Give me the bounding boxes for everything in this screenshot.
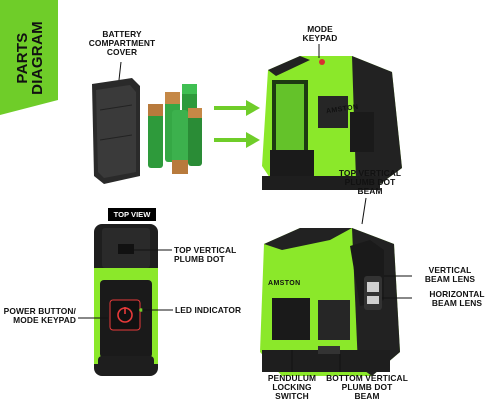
- battery-icon: [148, 84, 202, 174]
- top-view-device: [94, 224, 158, 376]
- label-mode-keypad: MODE KEYPAD: [302, 24, 338, 44]
- leader-battery-cover: [118, 61, 122, 81]
- top-view-tag: TOP VIEW: [108, 208, 156, 221]
- label-top-vertical-beam: TOP VERTICAL PLUMB DOT BEAM: [338, 168, 402, 197]
- label-bottom-vertical-beam: BOTTOM VERTICAL PLUMB DOT BEAM: [326, 373, 408, 402]
- front-device: [260, 228, 400, 376]
- label-top-vertical-plumb-dot: TOP VERTICAL PLUMB DOT: [174, 245, 237, 265]
- label-power-button: POWER BUTTON/ MODE KEYPAD: [3, 306, 76, 326]
- leader-top-beam: [361, 197, 367, 225]
- label-led-indicator: LED INDICATOR: [175, 305, 242, 315]
- badge-shape: [0, 0, 58, 115]
- label-horizontal-beam-lens: HORIZONTAL BEAM LENS: [429, 289, 485, 309]
- laser-level-device-icon: [262, 56, 402, 190]
- brand-logo-front: AMSTON: [268, 280, 301, 287]
- parts-diagram-badge: PARTS DIAGRAM: [0, 0, 58, 115]
- battery-cover: [92, 78, 140, 184]
- label-pendulum-switch: PENDULUM LOCKING SWITCH: [267, 373, 317, 402]
- arrow-right-icon: [214, 100, 260, 148]
- label-vertical-beam-lens: VERTICAL BEAM LENS: [424, 265, 476, 285]
- label-battery-cover: BATTERY COMPARTMENT COVER: [88, 29, 156, 58]
